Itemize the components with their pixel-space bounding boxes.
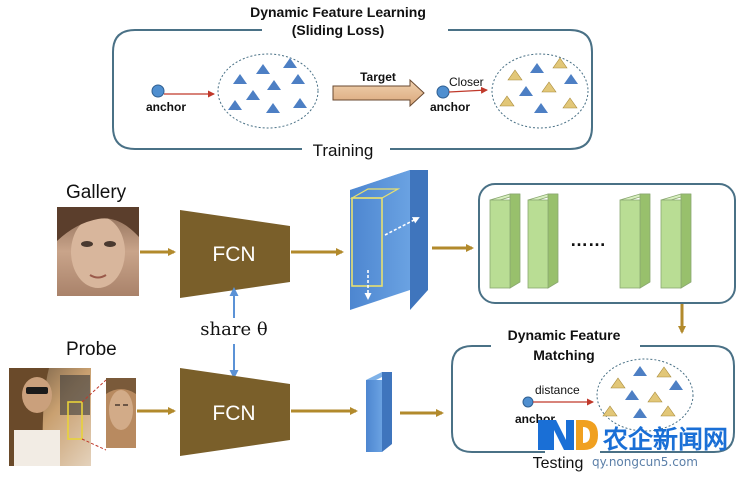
gallery-features-box xyxy=(478,183,736,304)
anchor-dot-right xyxy=(436,85,450,99)
cluster-left-triangles xyxy=(228,58,307,113)
anchor-label-left: anchor xyxy=(146,100,186,114)
fcn-top-label: FCN xyxy=(212,243,255,266)
triangle xyxy=(633,408,647,418)
triangle xyxy=(610,377,626,389)
anchor-dot-left xyxy=(151,84,165,98)
watermark-brand: 农企新闻网 xyxy=(602,425,728,454)
triangle xyxy=(633,366,647,376)
feature-column xyxy=(489,193,521,289)
triangle xyxy=(647,391,663,403)
share-theta-label: share θ xyxy=(200,319,267,340)
triangle xyxy=(656,366,672,378)
gallery-face-image xyxy=(57,207,139,296)
testing-caption: Testing xyxy=(533,455,584,472)
feature-ellipsis: …… xyxy=(570,230,606,250)
triangle xyxy=(660,405,676,417)
triangle xyxy=(291,74,305,84)
probe-feature-vector xyxy=(366,372,392,452)
watermark-url: qy.nongcun5.com xyxy=(592,455,698,469)
testing-cluster xyxy=(596,358,694,432)
triangle xyxy=(266,103,280,113)
watermark-logo-icon xyxy=(538,420,598,450)
target-arrow xyxy=(332,78,425,108)
fcn-top-block xyxy=(180,210,290,298)
feature-column xyxy=(660,193,692,289)
anchor-label-right: anchor xyxy=(430,100,470,114)
triangle xyxy=(541,81,557,93)
fcn-bottom-label: FCN xyxy=(212,402,255,425)
testing-panel: Dynamic Feature Matching Testing distanc… xyxy=(451,327,735,472)
training-title-line2: (Sliding Loss) xyxy=(292,22,385,38)
target-label: Target xyxy=(360,70,396,84)
testing-box-border xyxy=(451,345,735,453)
training-panel: Dynamic Feature Learning (Sliding Loss) … xyxy=(112,4,593,160)
fcn-bottom-block xyxy=(180,368,290,456)
feature-column xyxy=(527,193,559,289)
triangle xyxy=(625,390,639,400)
anchor-arrow-right xyxy=(448,86,488,94)
triangle xyxy=(552,57,568,69)
triangle xyxy=(228,100,242,110)
testing-title-line1: Dynamic Feature xyxy=(508,327,621,343)
triangle xyxy=(499,95,515,107)
probe-crop-line-bottom xyxy=(81,438,107,451)
probe-label: Probe xyxy=(66,339,117,360)
training-box-border xyxy=(112,29,593,150)
probe-scene-image xyxy=(9,368,91,466)
testing-cluster-triangles xyxy=(602,366,683,418)
testing-title-line2: Matching xyxy=(533,347,594,363)
triangle xyxy=(283,58,297,68)
probe-crop-line-top xyxy=(81,379,107,403)
feature-map-gallery xyxy=(349,170,428,310)
closer-label: Closer xyxy=(449,75,484,89)
probe-crop-box xyxy=(67,401,83,440)
cluster-right xyxy=(491,53,589,129)
cluster-left xyxy=(217,53,319,129)
triangle xyxy=(233,74,247,84)
watermark: 农企新闻网 qy.nongcun5.com xyxy=(538,420,728,469)
testing-anchor-dot xyxy=(522,396,534,408)
triangle xyxy=(256,64,270,74)
gallery-label: Gallery xyxy=(66,182,127,203)
triangle xyxy=(246,90,260,100)
gallery-feature-columns xyxy=(489,193,692,289)
triangle xyxy=(519,86,533,96)
triangle xyxy=(530,63,544,73)
cluster-right-triangles xyxy=(499,57,578,113)
triangle xyxy=(564,74,578,84)
triangle xyxy=(669,380,683,390)
slide-arrow-horizontal xyxy=(384,217,420,236)
triangle xyxy=(267,80,281,90)
training-title-line1: Dynamic Feature Learning xyxy=(250,4,426,20)
triangle xyxy=(293,98,307,108)
distance-label: distance xyxy=(535,383,580,397)
triangle xyxy=(507,69,523,81)
triangle xyxy=(602,405,618,417)
training-caption: Training xyxy=(313,141,374,160)
triangle xyxy=(562,97,578,109)
probe-face-crop xyxy=(106,378,136,448)
triangle xyxy=(534,103,548,113)
feature-column xyxy=(619,193,651,289)
